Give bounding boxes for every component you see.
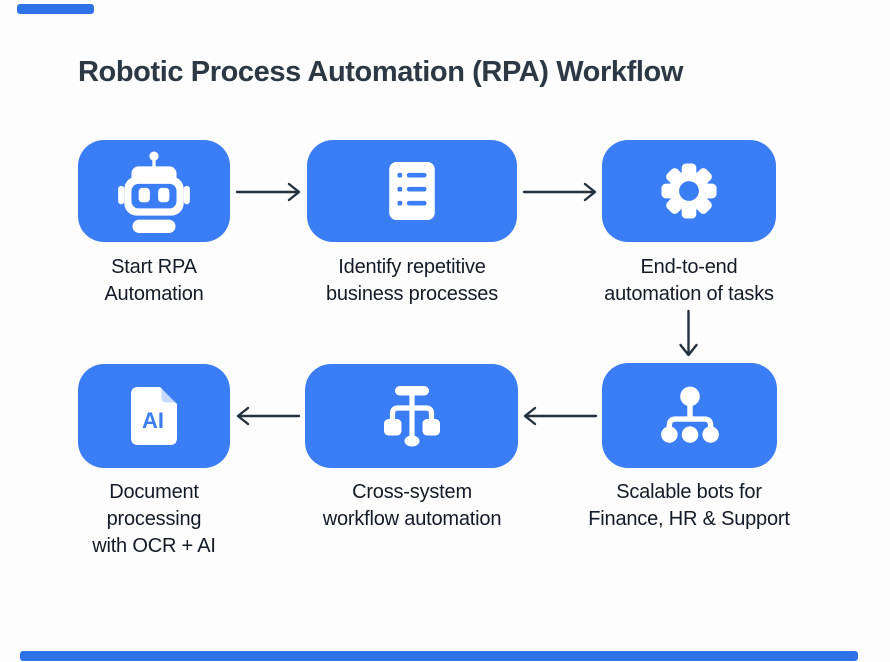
- node-label-document-processing: Document processing with OCR + AI: [92, 481, 216, 557]
- node-identify-processes: [307, 140, 517, 242]
- arrow-scalable-to-crosssystem: [523, 406, 598, 426]
- node-document-processing: AI: [78, 364, 230, 468]
- node-label-identify-processes: Identify repetitive business processes: [325, 256, 499, 305]
- ai-badge-text: AI: [142, 408, 164, 433]
- node-label-scalable-bots: Scalable bots for Finance, HR & Support: [588, 481, 790, 530]
- checklist-icon: [389, 162, 435, 220]
- top-accent-bar: [17, 4, 94, 14]
- node-label-cross-system: Cross-system workflow automation: [322, 481, 502, 530]
- node-scalable-bots: [602, 363, 777, 468]
- arrow-start-to-identify: [235, 182, 301, 202]
- node-label-end-to-end: End-to-end automation of tasks: [604, 256, 774, 305]
- robot-icon: [118, 151, 190, 233]
- bottom-accent-bar: [20, 651, 858, 661]
- arrow-identify-to-endtoend: [522, 182, 597, 202]
- node-label-start-rpa: Start RPA Automation: [104, 256, 204, 305]
- hierarchy-icon: [660, 386, 719, 443]
- node-end-to-end: [602, 140, 776, 242]
- node-start-rpa: [78, 140, 230, 242]
- node-cross-system: [305, 364, 518, 468]
- arrow-crosssystem-to-document: [236, 406, 301, 426]
- page-title: Robotic Process Automation (RPA) Workflo…: [78, 56, 683, 88]
- arrow-endtoend-to-scalable: [679, 309, 698, 357]
- gear-icon: [661, 163, 717, 219]
- ai-document-icon: AI: [131, 387, 177, 445]
- workflow-icon: [383, 386, 440, 447]
